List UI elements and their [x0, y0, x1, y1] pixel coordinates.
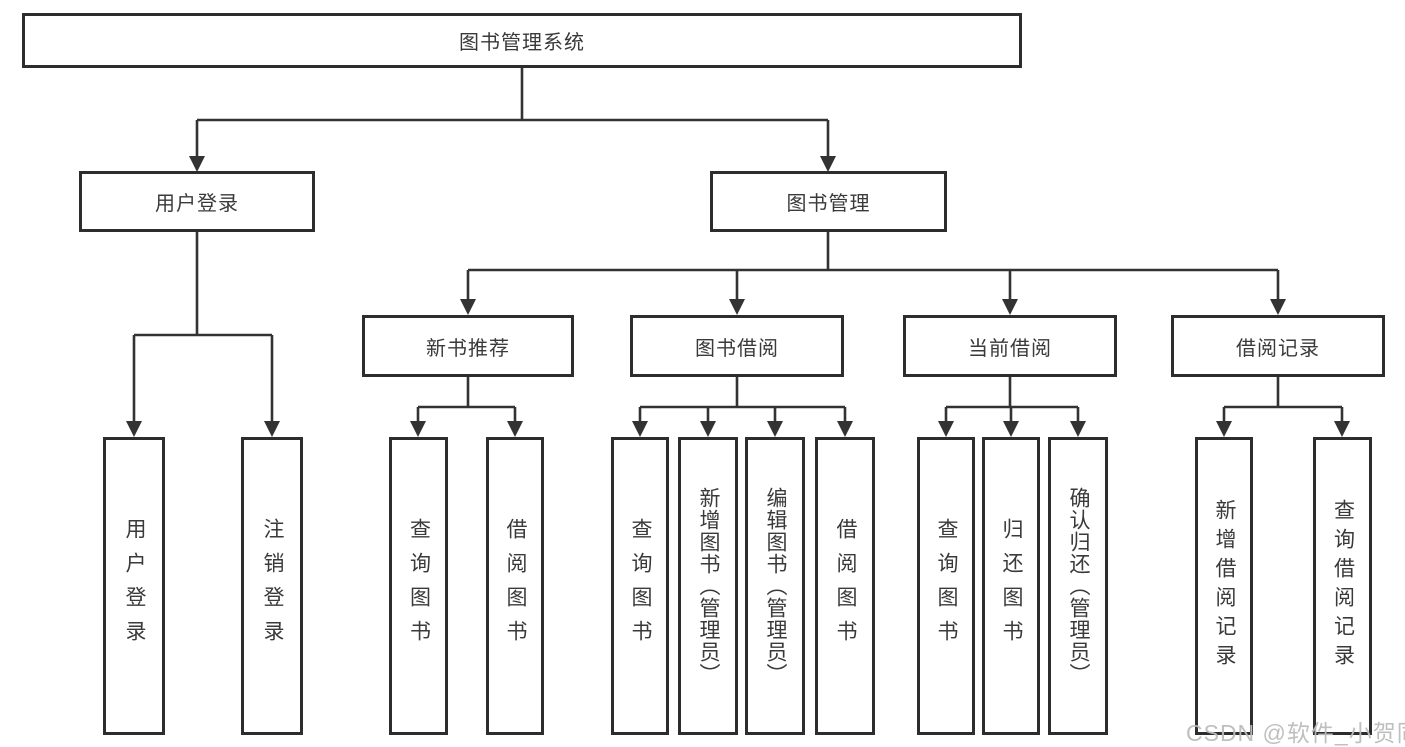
connector-newbookrec-to-leaves	[416, 377, 517, 423]
leaf-query-book-2: 查询图书	[611, 437, 669, 735]
leaf-query-borrow-record-label: 查询借阅记录	[1331, 499, 1355, 673]
leaf-query-book-2-label: 查询图书	[629, 518, 652, 654]
connector-currentborrow-to-leaves	[944, 377, 1080, 423]
leaf-borrow-book-2: 借阅图书	[815, 437, 875, 735]
leaf-add-borrow-record: 新增借阅记录	[1195, 437, 1253, 735]
connector-bookmgmt-to-level3	[466, 232, 1280, 301]
leaf-borrow-book-1-label: 借阅图书	[504, 518, 527, 654]
leaf-borrow-book-1: 借阅图书	[486, 437, 544, 735]
leaf-edit-book-admin: 编辑图书（管理员）	[745, 437, 805, 735]
node-borrow-record: 借阅记录	[1171, 315, 1385, 377]
node-book-borrow-label: 图书借阅	[695, 337, 779, 360]
connector-root-to-level2	[195, 68, 830, 158]
csdn-watermark: CSDN @软件_小贺同学	[1186, 720, 1405, 746]
node-user-login: 用户登录	[79, 171, 315, 232]
node-root-label: 图书管理系统	[459, 32, 585, 54]
leaf-user-login: 用户登录	[103, 437, 165, 735]
leaf-confirm-return-admin: 确认归还（管理员）	[1048, 437, 1108, 735]
leaf-add-book-admin-label: 新增图书（管理员）	[697, 487, 720, 685]
leaf-logout: 注销登录	[241, 437, 303, 735]
connector-userlogin-to-leaves	[132, 232, 274, 423]
leaf-confirm-return-admin-label: 确认归还（管理员）	[1067, 487, 1090, 685]
leaf-add-book-admin: 新增图书（管理员）	[678, 437, 738, 735]
leaf-edit-book-admin-label: 编辑图书（管理员）	[764, 487, 787, 685]
node-user-login-label: 用户登录	[155, 193, 239, 215]
leaf-query-borrow-record: 查询借阅记录	[1313, 437, 1372, 735]
node-current-borrow-label: 当前借阅	[968, 337, 1052, 360]
leaf-add-borrow-record-label: 新增借阅记录	[1213, 499, 1236, 673]
node-current-borrow: 当前借阅	[903, 315, 1117, 377]
leaf-user-login-label: 用户登录	[123, 518, 146, 654]
connector-borrowrecord-to-leaves	[1222, 377, 1344, 423]
leaf-borrow-book-2-label: 借阅图书	[834, 518, 857, 654]
connector-bookborrow-to-leaves	[638, 377, 847, 423]
node-book-management-label: 图书管理	[786, 193, 871, 215]
node-new-book-recommend: 新书推荐	[362, 315, 574, 377]
leaf-query-book-3-label: 查询图书	[935, 518, 958, 654]
leaf-return-book-label: 归还图书	[1000, 518, 1023, 654]
node-book-borrow: 图书借阅	[630, 315, 844, 377]
node-book-management: 图书管理	[710, 171, 947, 232]
leaf-logout-label: 注销登录	[261, 518, 284, 654]
node-root: 图书管理系统	[22, 13, 1022, 68]
leaf-query-book-3: 查询图书	[917, 437, 975, 735]
node-borrow-record-label: 借阅记录	[1236, 337, 1320, 360]
arrowheads	[126, 156, 1350, 437]
node-new-book-recommend-label: 新书推荐	[426, 337, 510, 360]
leaf-query-book-1-label: 查询图书	[407, 518, 431, 654]
leaf-return-book: 归还图书	[982, 437, 1040, 735]
leaf-query-book-1: 查询图书	[389, 437, 448, 735]
